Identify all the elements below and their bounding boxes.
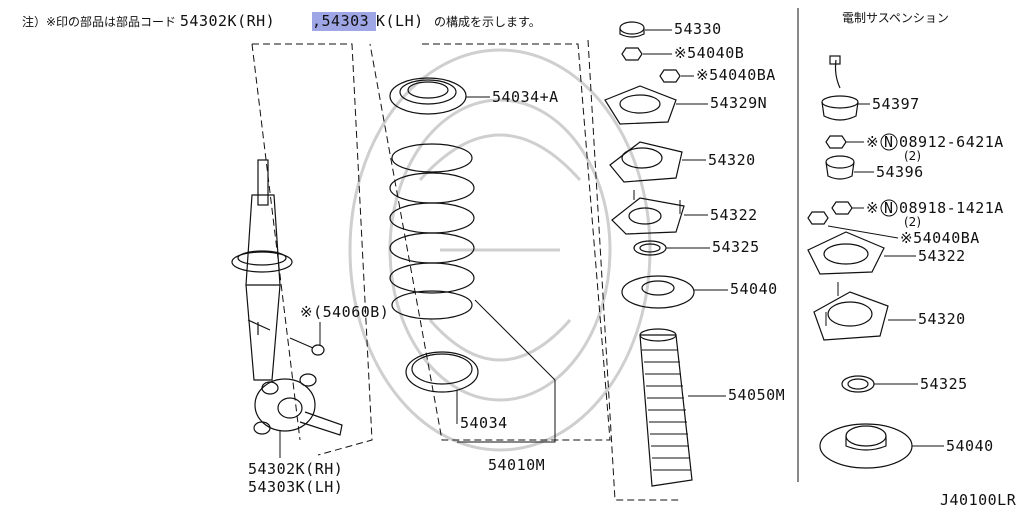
cap-54330 — [619, 21, 645, 38]
label-08918-n: N — [884, 199, 894, 217]
label-strut-lh: 54303K(LH) — [248, 478, 343, 496]
label-54010m: 54010M — [488, 456, 545, 474]
label-54050m: 54050M — [728, 386, 785, 404]
bracket-54010m — [457, 380, 556, 443]
bolt-08918 — [831, 201, 853, 215]
n-circle-08912 — [880, 133, 898, 151]
actuator-54397 — [821, 55, 859, 121]
plate-54329n — [604, 85, 677, 125]
label-54320: 54320 — [708, 151, 756, 169]
label-54040ba-right: ※54040BA — [900, 229, 980, 247]
nut-54040ba — [659, 69, 681, 83]
label-54322-right: 54322 — [918, 247, 966, 265]
label-54040-right: 54040 — [946, 437, 994, 455]
label-54322: 54322 — [710, 206, 758, 224]
note-code-lh-rest: K(LH) — [376, 12, 424, 30]
leader-spring — [474, 299, 556, 381]
label-08912-qty: (2) — [904, 149, 921, 163]
label-54329n: 54329N — [710, 94, 767, 112]
label-54325-right: 54325 — [920, 375, 968, 393]
washer-54325-right — [841, 375, 875, 393]
label-strut-rh: 54302K(RH) — [248, 460, 343, 478]
spring-group-outline — [369, 43, 611, 441]
label-08912-n: N — [884, 133, 894, 151]
n-circle-08918 — [880, 199, 898, 217]
coil-spring-drawing — [389, 143, 475, 320]
label-54320-right: 54320 — [918, 310, 966, 328]
mount-group-outline — [587, 39, 680, 501]
leader-54040ba-right — [827, 225, 899, 239]
label-08912: 08912-6421A — [899, 133, 1004, 151]
drawing-code: J40100LR — [940, 491, 1017, 509]
nut-54040ba-right — [807, 211, 829, 225]
label-54034: 54034 — [460, 414, 508, 432]
label-08918-qty: (2) — [904, 215, 921, 229]
bracket-54396 — [825, 155, 855, 180]
label-54040b: ※54040B — [674, 44, 744, 62]
note-prefix: 注）※印の部品は部品コード — [22, 14, 176, 29]
label-54325: 54325 — [712, 238, 760, 256]
label-54396: 54396 — [876, 163, 924, 181]
bearing-54040 — [621, 275, 695, 309]
bearing-54040-right — [819, 423, 913, 469]
strut-group-outline-left — [251, 43, 301, 441]
strut-assembly-drawing — [231, 159, 343, 458]
bump-ring-drawing — [405, 351, 479, 393]
strut-group-outline — [252, 43, 373, 456]
label-54330: 54330 — [674, 20, 722, 38]
mount-54320 — [609, 141, 683, 183]
plate-54322 — [611, 190, 685, 235]
boot-54050m — [639, 328, 693, 487]
spring-seat-drawing — [389, 77, 467, 115]
label-54034a: 54034+A — [492, 88, 559, 106]
note-suffix: の構成を示します。 — [434, 15, 541, 29]
label-54040ba-top: ※54040BA — [696, 66, 776, 84]
mount-54320-right — [813, 282, 889, 341]
bolt-08912 — [825, 135, 847, 149]
label-08918-prefix: ※ — [866, 199, 879, 217]
label-54060b: ※(54060B) — [300, 303, 389, 321]
highlight-box — [312, 12, 376, 31]
label-08918: 08918-1421A — [899, 199, 1004, 217]
plate-54322-right — [807, 231, 885, 275]
section-title: 電制サスペンション — [842, 11, 949, 25]
watermark — [348, 48, 652, 452]
label-08912-prefix: ※ — [866, 133, 879, 151]
header-note: 注）※印の部品は部品コード 54302K(RH) — [22, 12, 275, 30]
note-code-lh-highlight: ,54303 — [312, 12, 369, 30]
label-54040: 54040 — [730, 280, 778, 298]
label-54397: 54397 — [872, 95, 920, 113]
nut-54040b — [621, 47, 643, 61]
note-code-rh: 54302K(RH) — [180, 12, 275, 30]
